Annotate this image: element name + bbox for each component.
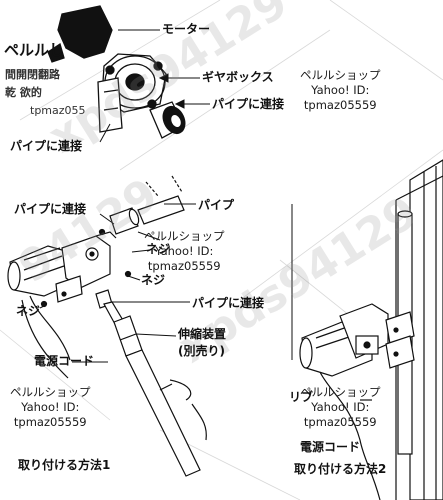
shop-id-label: Yahoo! ID: [21,400,80,414]
overlay-text-1: 間開閉翻路 [5,68,60,81]
overlay-text-3: tpmaz055 [30,104,86,117]
shop-id-label: Yahoo! ID: [311,400,370,414]
label-ribs: リブ [289,390,314,404]
label-telescopic: 伸縮装置 [178,327,227,341]
shop-id: tpmaz05559 [13,415,87,429]
motor-gearbox-drawing [47,5,186,139]
label-screw-c: ネジ [16,304,41,318]
shop-id: tpmaz05559 [303,415,377,429]
shop-id: tpmaz05559 [303,98,377,112]
shop-name: ペルルショップ [300,68,381,82]
label-pipe-connect-c: パイプに連接 [14,202,87,216]
shop-id: tpmaz05559 [147,259,221,273]
label-sold-separately: (別売り) [178,344,225,358]
shop-name: ペルルショップ [10,385,91,399]
shop-block-1: ペルルショップ Yahoo! ID: tpmaz05559 [300,68,381,113]
shop-name: ペルルショップ [144,229,225,243]
label-pipe-connect-a: パイプに連接 [212,97,285,111]
method1-drawing [7,175,207,477]
leader-lines-middle [39,203,196,363]
label-power-cord-b: 電源コード [300,440,361,454]
overlay-text-2: 乾 欲的 [5,86,42,99]
shop-name: ペルルショップ [300,385,381,399]
shop-block-2: ペルルショップ Yahoo! ID: tpmaz05559 [144,229,225,274]
caption-method-1: 取り付ける方法1 [18,458,111,472]
caption-method-2: 取り付ける方法2 [294,462,387,476]
shop-block-3: ペルルショップ Yahoo! ID: tpmaz05559 [10,385,91,430]
leader-lines-top [99,29,210,143]
overlay-scribble: ペルルし [4,41,65,59]
label-pipe-connect-d: パイプに連接 [192,296,265,310]
shop-block-4: ペルルショップ Yahoo! ID: tpmaz05559 [300,385,381,430]
label-screw-a: ネジ [146,242,171,256]
method2-drawing [299,159,443,500]
label-motor: モーター [162,22,211,36]
shop-id-label: Yahoo! ID: [155,244,214,258]
label-gearbox: ギヤボックス [202,70,274,84]
label-power-cord-a: 電源コード [34,354,95,368]
label-screw-b: ネジ [141,273,166,287]
shop-id-label: Yahoo! ID: [311,83,370,97]
label-pipe: パイプ [198,198,235,212]
label-pipe-connect-b: パイプに連接 [10,139,83,153]
